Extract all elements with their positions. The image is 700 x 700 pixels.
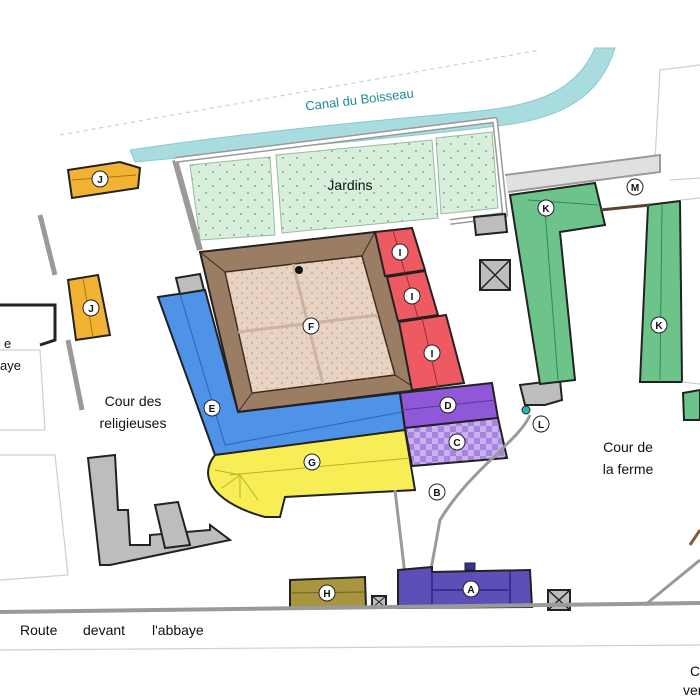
farm-path (428, 414, 532, 576)
route-label-3: l'abbaye (152, 622, 204, 638)
svg-text:J: J (88, 304, 94, 315)
marker-f: F (302, 317, 320, 335)
svg-text:E: E (209, 404, 216, 415)
marker-i-1: I (391, 243, 409, 261)
top-right-outline (654, 64, 700, 181)
canal-label: Canal du Boisseau (304, 85, 414, 113)
marker-j-1: J (91, 170, 109, 188)
grey-building-left (86, 453, 233, 566)
left-outline (0, 349, 69, 581)
marker-m: M (626, 178, 644, 196)
svg-text:F: F (308, 322, 314, 333)
farm-gate-m (599, 203, 651, 212)
cour-religieuses-label-1: Cour des (105, 393, 162, 409)
marker-c: C (448, 433, 466, 451)
jardins-label: Jardins (327, 177, 372, 193)
road-edge-lower (0, 644, 700, 651)
svg-text:K: K (542, 204, 550, 215)
marker-a: A (462, 580, 480, 598)
svg-text:I: I (411, 292, 414, 303)
marker-l: L (532, 415, 550, 433)
svg-text:L: L (538, 420, 544, 431)
marker-d: D (439, 396, 457, 414)
cour-ferme-label-1: Cour de (603, 439, 653, 455)
farm-right-outline (679, 197, 700, 385)
left-wall (37, 214, 85, 411)
building-k-left (508, 181, 607, 386)
well-l (521, 405, 531, 415)
left-fragment-aye: aye (0, 358, 21, 373)
marker-i-2: I (403, 287, 421, 305)
svg-text:A: A (467, 585, 474, 596)
svg-text:C: C (453, 438, 460, 449)
road-right-branch (644, 558, 700, 607)
grey-outbuildings (371, 212, 571, 611)
road-right-dark (688, 529, 700, 546)
road-edge (0, 601, 700, 614)
marker-j-2: J (82, 299, 100, 317)
canal-du-boisseau (129, 47, 616, 163)
svg-text:J: J (97, 175, 103, 186)
route-label-1: Route (20, 622, 58, 638)
marker-e: E (203, 399, 221, 417)
building-k-right (638, 199, 700, 421)
svg-text:B: B (433, 488, 440, 499)
right-fragment-vers: vers (683, 682, 700, 698)
marker-k-1: K (537, 199, 555, 217)
left-fragment-e: e (4, 336, 11, 351)
cour-ferme-label-2: la ferme (603, 461, 654, 477)
right-fragment-c: C (690, 663, 700, 679)
marker-g: G (303, 453, 321, 471)
marker-k-2: K (650, 316, 668, 334)
svg-text:I: I (431, 349, 434, 360)
svg-text:K: K (655, 321, 663, 332)
marker-b: B (428, 483, 446, 501)
svg-text:I: I (399, 248, 402, 259)
top-dashed-boundary (59, 49, 541, 136)
jardins-gardens (189, 131, 499, 241)
left-enclosure (0, 303, 57, 347)
marker-h: H (318, 584, 336, 602)
cour-religieuses-label-2: religieuses (100, 415, 167, 431)
svg-text:H: H (323, 589, 330, 600)
farm-wall-top (504, 153, 661, 193)
route-label-2: devant (83, 622, 125, 638)
courtyard-wall (393, 489, 407, 576)
garden-wall-left (172, 159, 203, 251)
building-g (207, 428, 417, 518)
svg-text:G: G (308, 458, 316, 469)
svg-text:D: D (444, 401, 451, 412)
marker-i-3: I (423, 344, 441, 362)
svg-text:M: M (631, 183, 639, 194)
